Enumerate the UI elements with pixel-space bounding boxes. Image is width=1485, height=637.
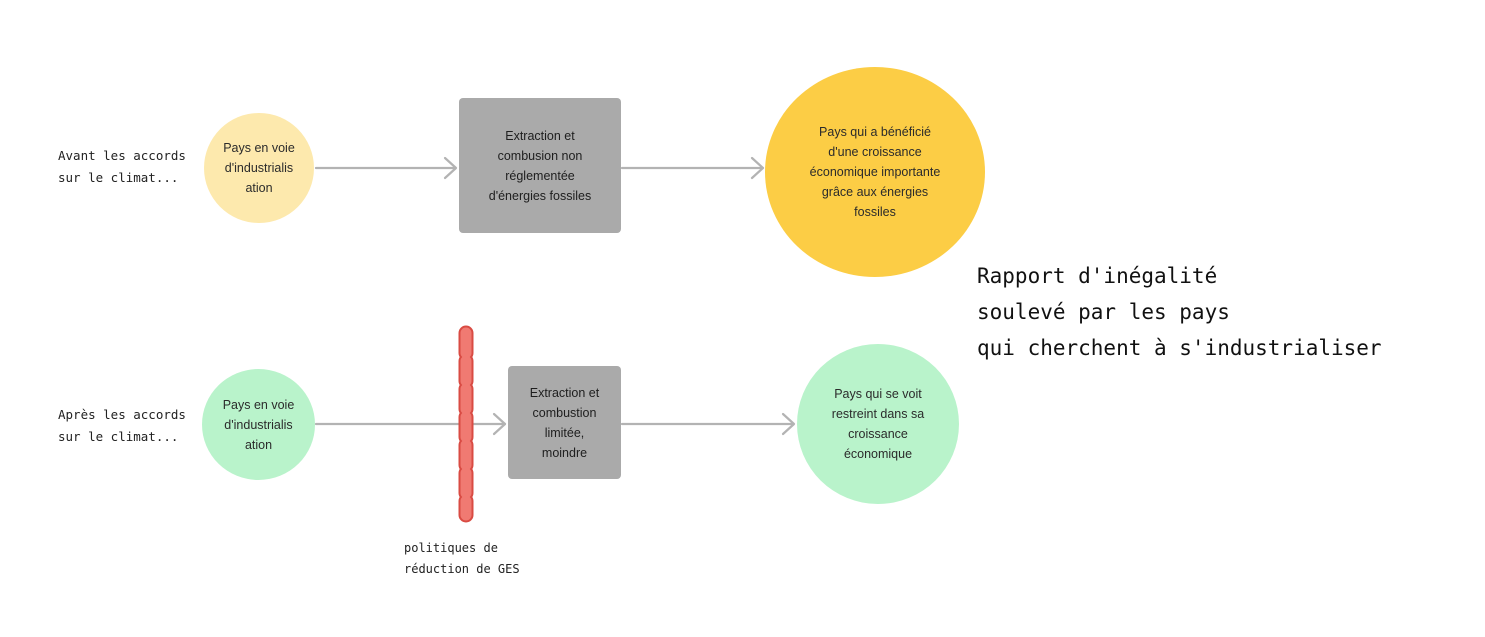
row-after-label: Après les accords sur le climat... <box>58 407 186 444</box>
node-result-after: Pays qui se voit restreint dans sa crois… <box>797 344 959 504</box>
row-before-label: Avant les accords sur le climat... <box>58 148 186 185</box>
node-process-before: Extraction et combusion non réglementée … <box>459 98 621 233</box>
node-result-before: Pays qui a bénéficié d'une croissance éc… <box>765 67 985 277</box>
node-start-after: Pays en voie d'industrialis ation <box>202 369 315 480</box>
barrier-label: politiques de réduction de GES <box>404 541 520 576</box>
node-start-before: Pays en voie d'industrialis ation <box>204 113 314 223</box>
node-process-after: Extraction et combustion limitée, moindr… <box>508 366 621 479</box>
inequality-note: Rapport d'inégalité soulevé par les pays… <box>977 264 1382 360</box>
